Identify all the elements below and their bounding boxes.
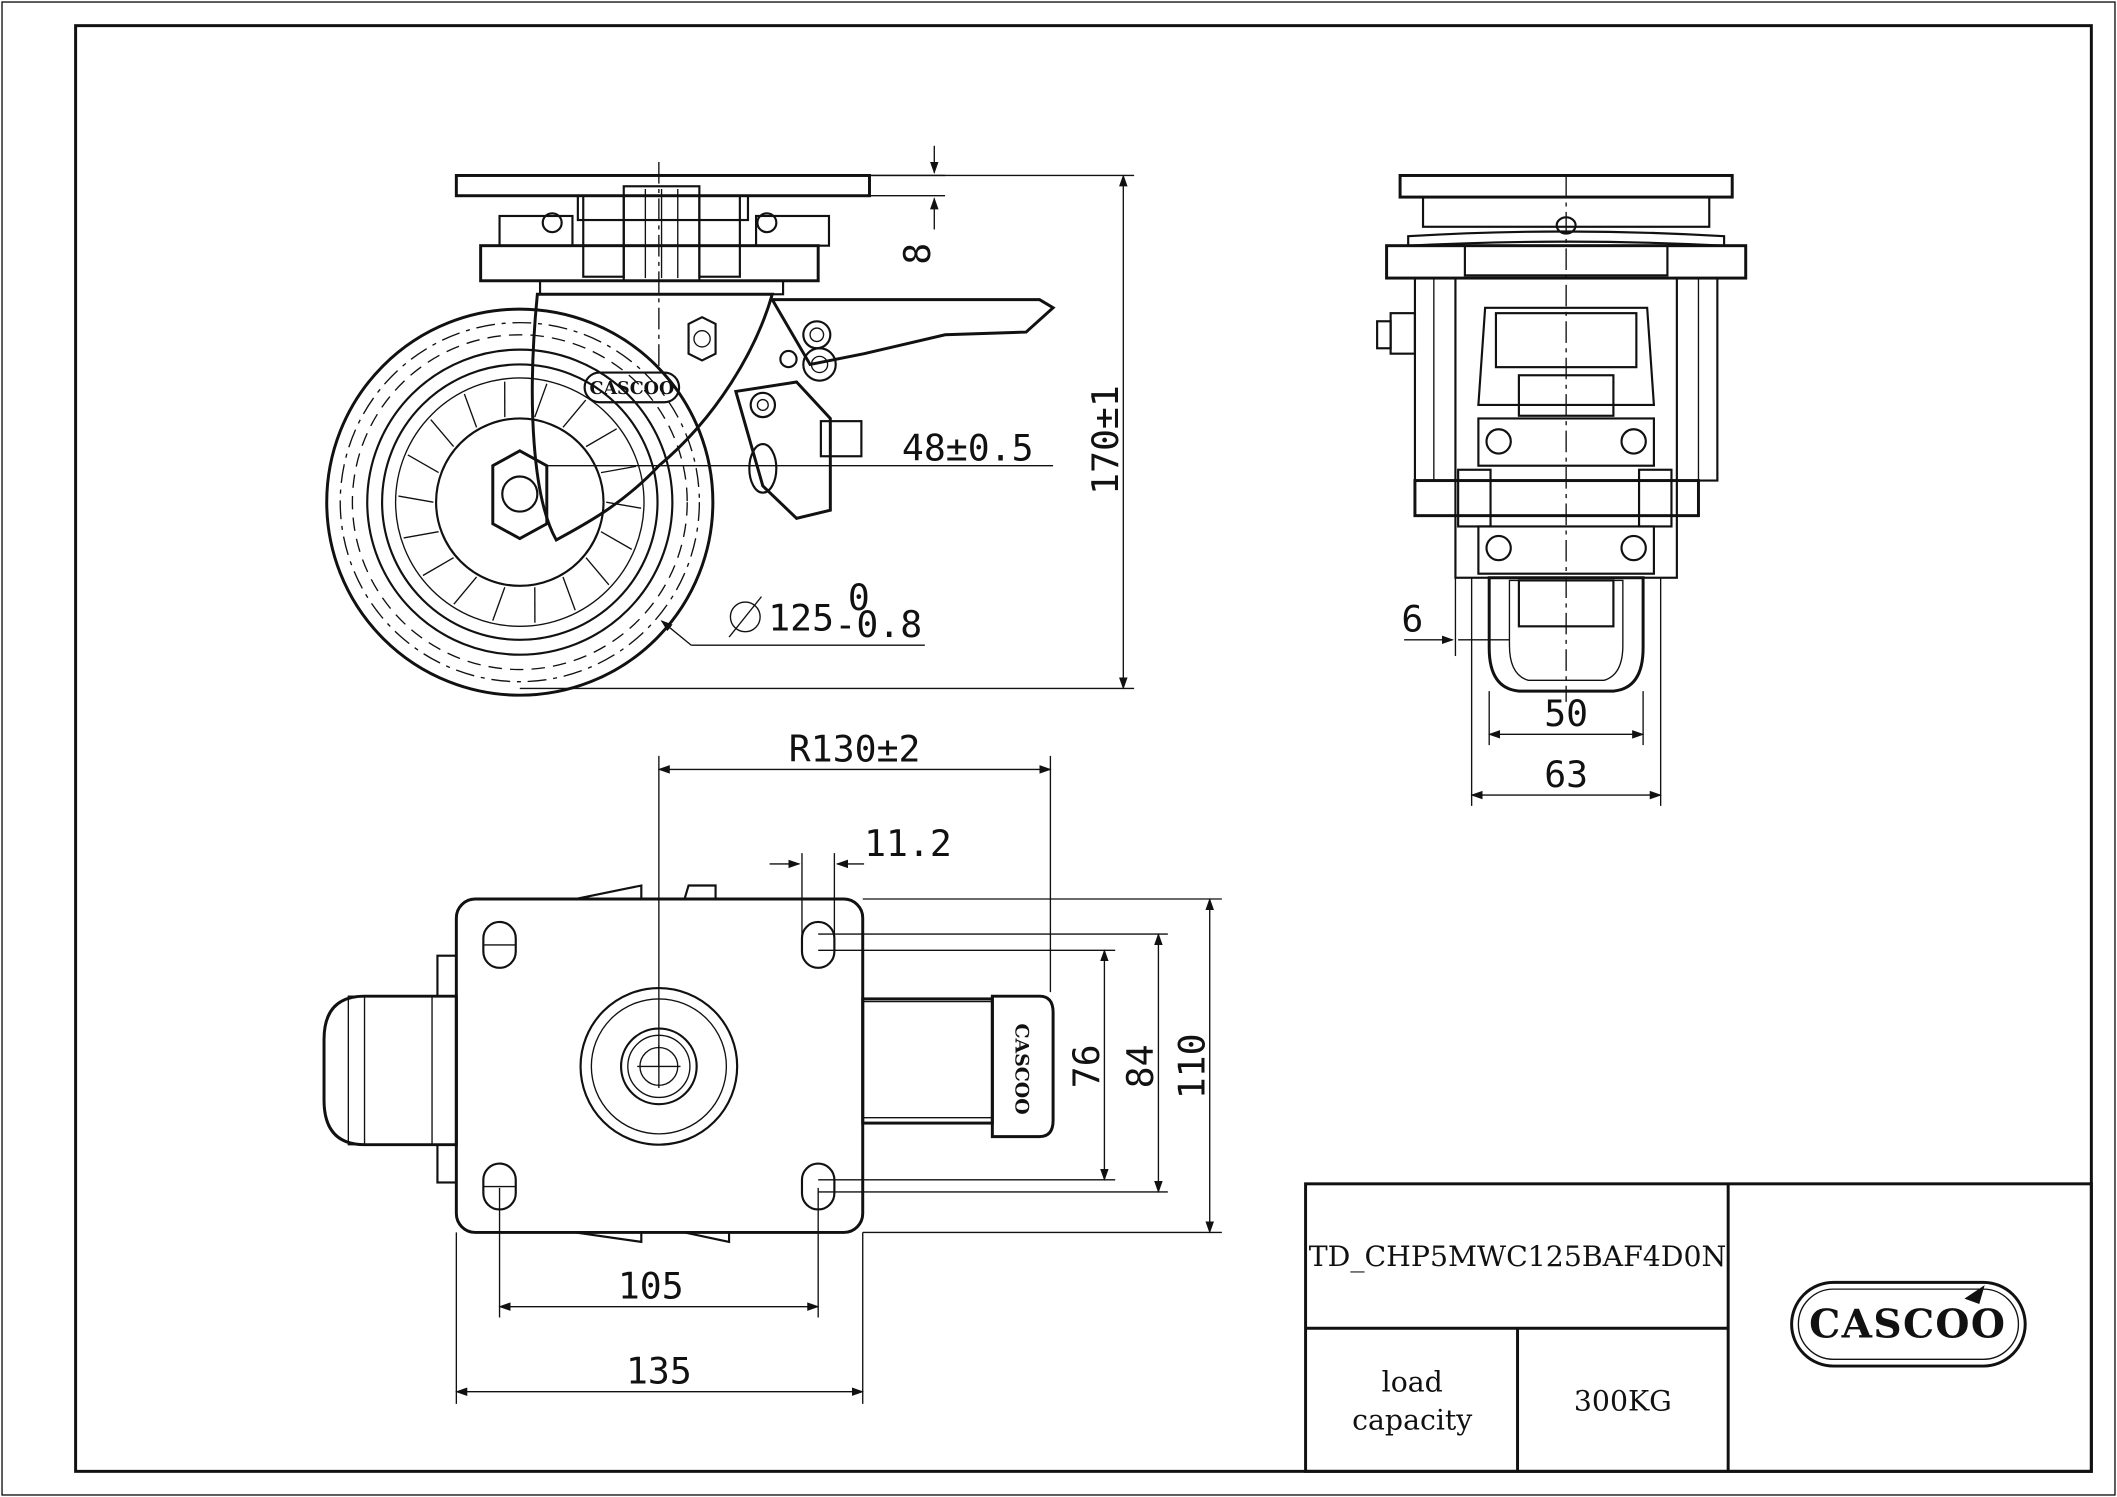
wheel-tyre bbox=[325, 307, 715, 697]
top-view-brake-arm bbox=[861, 997, 994, 1125]
hub-spoke bbox=[585, 428, 618, 448]
side-view-dimensions: 8 170±1 48±0.5 125 0 -0.8 bbox=[519, 145, 1135, 690]
front-axle bbox=[1413, 479, 1700, 518]
fork-logo-badge bbox=[583, 371, 681, 404]
dim-wheel-diameter: 125 bbox=[768, 596, 834, 639]
swivel-housing bbox=[479, 244, 820, 283]
side-view: CASCOO bbox=[325, 161, 1056, 697]
brand-logo-text: CASCOO bbox=[1809, 1302, 2006, 1348]
top-view: CASCOO bbox=[322, 755, 1055, 1244]
dim-wheel-tol-upper: 0 bbox=[848, 576, 870, 619]
dim-hole-offset: 11.2 bbox=[864, 822, 952, 865]
dim-side-offset: 6 bbox=[1401, 598, 1423, 641]
hub-spoke bbox=[403, 531, 439, 539]
hub-spoke bbox=[562, 576, 576, 611]
drawing-border bbox=[74, 24, 2093, 1473]
load-label-line2: capacity bbox=[1352, 1404, 1472, 1437]
hub-spoke bbox=[453, 576, 478, 605]
top-view-logo-text: CASCOO bbox=[1010, 1023, 1032, 1114]
front-view-dimensions: 6 50 63 bbox=[1401, 577, 1662, 806]
dim-plate-width: 135 bbox=[626, 1350, 692, 1393]
brake-screw bbox=[819, 420, 863, 458]
wheel-hub bbox=[381, 363, 659, 641]
hub-spoke bbox=[463, 393, 478, 428]
dim-fork-width: 63 bbox=[1544, 753, 1588, 796]
dim-total-height: 170±1 bbox=[1084, 385, 1127, 495]
hub-spoke bbox=[606, 501, 642, 509]
dim-plate-gap: 8 bbox=[896, 243, 939, 265]
hub-spoke bbox=[422, 557, 454, 577]
dim-lever-height: 48±0.5 bbox=[902, 426, 1034, 469]
hub-spoke bbox=[430, 419, 455, 448]
front-tyre bbox=[1487, 576, 1645, 693]
dim-tread-width: 50 bbox=[1544, 692, 1588, 735]
hub-spoke bbox=[600, 465, 637, 474]
dim-plate-span-y: 84 bbox=[1119, 1044, 1162, 1088]
top-view-dimensions: R130±2 11.2 110 84 76 105 135 bbox=[455, 727, 1222, 1404]
fork-logo-text: CASCOO bbox=[589, 379, 674, 399]
load-label-line1: load bbox=[1382, 1366, 1443, 1399]
hub-spoke bbox=[600, 531, 633, 550]
title-block: TD_CHP5MWC125BAF4D0N load capacity 300KG… bbox=[1304, 1182, 2093, 1473]
hub-spoke bbox=[398, 495, 434, 503]
brand-logo bbox=[1790, 1280, 2027, 1368]
part-number: TD_CHP5MWC125BAF4D0N bbox=[1309, 1240, 1727, 1273]
fork-leg bbox=[530, 292, 775, 542]
hub-spoke bbox=[585, 557, 610, 586]
hub-spoke bbox=[407, 454, 439, 474]
dim-hole-spacing-x: 105 bbox=[618, 1265, 684, 1308]
top-view-wheel bbox=[322, 994, 458, 1147]
hub-spoke bbox=[562, 399, 587, 428]
dim-swivel-radius: R130±2 bbox=[789, 727, 921, 770]
dim-plate-height: 110 bbox=[1170, 1033, 1213, 1099]
hub-spoke bbox=[492, 586, 506, 621]
front-view bbox=[1376, 173, 1748, 702]
dim-hole-spacing-y: 76 bbox=[1065, 1044, 1108, 1088]
brake-pedal bbox=[769, 298, 1056, 367]
axle-nut bbox=[491, 449, 549, 541]
hub-spoke bbox=[534, 383, 548, 418]
dim-wheel-tol-lower: -0.8 bbox=[834, 603, 922, 646]
load-value: 300KG bbox=[1574, 1385, 1672, 1418]
